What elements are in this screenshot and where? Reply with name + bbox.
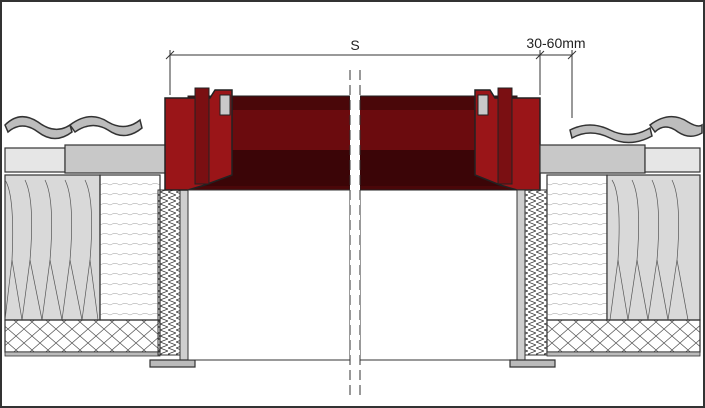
right-window-frame (474, 87, 541, 191)
right-base-hatch (546, 319, 701, 353)
right-roof-tiles (569, 116, 703, 144)
right-bracket (509, 359, 556, 368)
dimension-s-label: S (350, 37, 359, 53)
left-frame-liner (179, 189, 189, 361)
dimension-gap-label: 30-60mm (526, 35, 585, 51)
right-opening (359, 189, 518, 361)
break-gap (350, 40, 360, 400)
left-batten (4, 147, 66, 173)
right-frame-liner (516, 189, 526, 361)
right-lining (546, 351, 701, 357)
left-opening (187, 189, 351, 361)
left-roof-tiles (4, 116, 143, 140)
dimension-s (165, 50, 545, 95)
left-insulation (4, 174, 101, 321)
left-seal-strip (157, 189, 181, 356)
left-bracket (149, 359, 196, 368)
right-flashing (539, 144, 646, 174)
left-lining (4, 351, 161, 357)
right-seal-strip (524, 189, 548, 356)
left-wood-rafter (99, 174, 161, 321)
left-base-hatch (4, 319, 161, 353)
left-flashing (64, 144, 171, 174)
right-insulation (606, 174, 701, 321)
right-wood-rafter (546, 174, 608, 321)
left-window-frame (164, 87, 233, 191)
right-batten (644, 147, 701, 173)
dimension-gap (540, 50, 577, 118)
